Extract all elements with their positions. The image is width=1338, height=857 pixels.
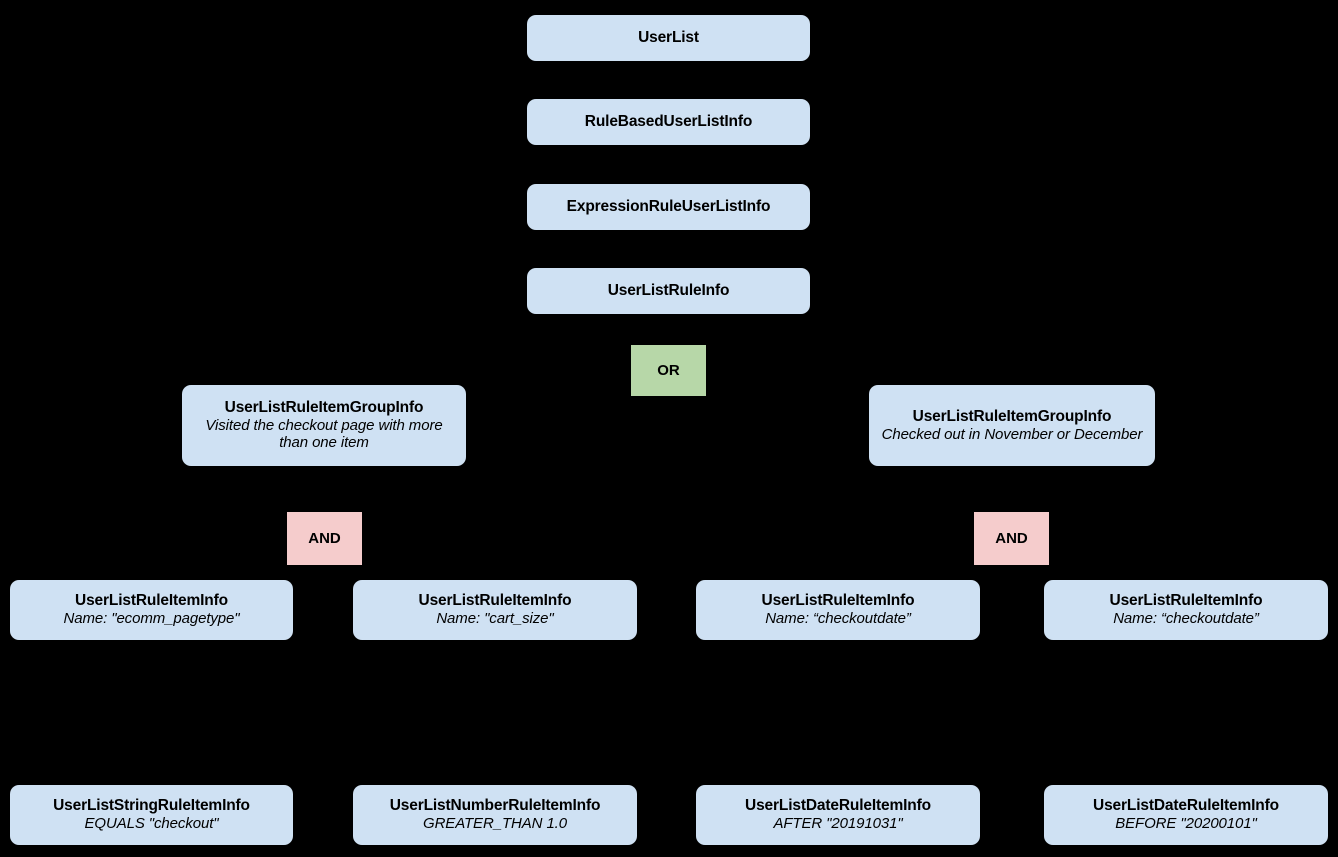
- node-rule-based-userlist-info[interactable]: RuleBasedUserListInfo: [527, 99, 810, 145]
- edge-userlist-rule-info-to-group-left: [323, 313, 670, 386]
- node-title: AND: [308, 529, 341, 547]
- node-subtitle: Checked out in November or December: [881, 425, 1143, 443]
- node-subtitle: Name: “checkoutdate”: [765, 610, 911, 628]
- node-title: UserListRuleItemInfo: [1109, 592, 1263, 610]
- node-userlist[interactable]: UserList: [527, 15, 810, 61]
- node-title: OR: [657, 361, 680, 379]
- node-subtitle: EQUALS "checkout": [84, 815, 219, 833]
- node-title: UserList: [638, 29, 699, 47]
- node-title: UserListRuleInfo: [607, 282, 730, 300]
- edge-userlist-rule-info-to-group-right: [667, 313, 1013, 386]
- node-title: UserListNumberRuleItemInfo: [389, 797, 601, 815]
- node-title: AND: [995, 529, 1028, 547]
- node-userlist-rule-info[interactable]: UserListRuleInfo: [527, 268, 810, 314]
- node-title: UserListDateRuleItemInfo: [1093, 797, 1279, 815]
- node-subtitle: BEFORE "20200101": [1115, 815, 1257, 833]
- node-title: UserListDateRuleItemInfo: [745, 797, 931, 815]
- node-subtitle: Name: "cart_size": [436, 610, 554, 628]
- node-and-left[interactable]: AND: [287, 512, 362, 565]
- node-title: UserListRuleItemInfo: [761, 592, 915, 610]
- node-subtitle: AFTER "20191031": [773, 815, 903, 833]
- node-title: UserListRuleItemGroupInfo: [912, 407, 1112, 425]
- node-title: ExpressionRuleUserListInfo: [566, 198, 771, 216]
- node-subtitle: Visited the checkout page with more than…: [205, 417, 443, 452]
- node-or-operator[interactable]: OR: [631, 345, 706, 396]
- node-subtitle: Name: “checkoutdate”: [1113, 610, 1259, 628]
- node-title: RuleBasedUserListInfo: [584, 113, 753, 131]
- node-title: UserListStringRuleItemInfo: [53, 797, 250, 815]
- node-and-right[interactable]: AND: [974, 512, 1049, 565]
- node-subtitle: Name: "ecomm_pagetype": [63, 610, 240, 628]
- node-subtitle: GREATER_THAN 1.0: [423, 815, 567, 833]
- node-title: UserListRuleItemInfo: [75, 592, 228, 610]
- node-title: UserListRuleItemGroupInfo: [224, 399, 424, 417]
- node-expression-rule-userlist-info[interactable]: ExpressionRuleUserListInfo: [527, 184, 810, 230]
- node-title: UserListRuleItemInfo: [418, 592, 572, 610]
